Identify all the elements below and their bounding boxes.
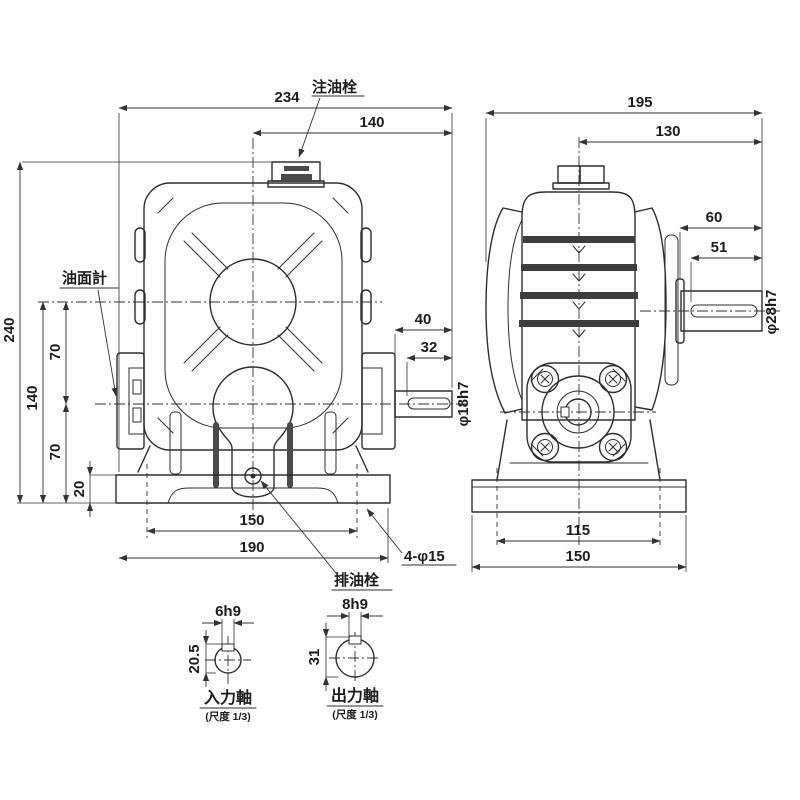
dim-front-shaft-dia: φ18h7	[455, 382, 472, 427]
side-output-flange	[526, 362, 632, 463]
side-centerlines	[500, 137, 780, 545]
flange-bolt	[598, 364, 628, 394]
dim-front-wheel-to-worm: 70	[47, 344, 64, 361]
dim-front-overall-width: 234	[274, 89, 300, 106]
dim-front-shaft-length: 40	[415, 311, 432, 328]
shaft-detail-output: 8h9 31 出力軸 (尺度 1/3)	[306, 596, 384, 721]
dim-front-bolt-pitch: 150	[239, 512, 264, 529]
dim-side-shaft-length: 60	[706, 209, 723, 226]
front-view	[38, 138, 470, 538]
dim-front-worm-to-base: 70	[47, 444, 64, 461]
label-input-shaft-scale: (尺度 1/3)	[205, 710, 251, 723]
front-dimensions: 234 140 240 140 70 70 20 150 190 40 32 φ…	[1, 89, 472, 563]
dim-front-base-height: 20	[71, 481, 88, 498]
front-base	[115, 464, 391, 538]
dim-front-center-to-shaft: 140	[359, 114, 384, 131]
side-housing	[485, 191, 685, 421]
dim-front-axis-to-base: 140	[24, 385, 41, 410]
front-centerlines	[38, 138, 470, 520]
side-base	[471, 419, 687, 546]
flange-bolt	[530, 364, 560, 394]
dim-output-key-height: 31	[306, 649, 323, 666]
dim-side-overall-depth: 195	[627, 94, 652, 111]
side-oil-cap	[552, 165, 610, 190]
front-cross-ribs	[183, 232, 323, 372]
flange-bolt	[598, 432, 628, 462]
front-input-shaft	[394, 390, 453, 418]
label-oil-level-gauge: 油面計	[62, 269, 107, 287]
dim-side-center-to-shaft: 130	[655, 123, 680, 140]
front-housing	[134, 182, 372, 498]
dim-side-base-depth: 150	[565, 548, 590, 565]
front-bearing-flange-left	[116, 352, 145, 450]
flange-bolt	[530, 432, 560, 462]
side-output-shaft	[680, 290, 763, 332]
dim-input-key-height: 20.5	[186, 644, 203, 673]
dim-side-shaft-dia: φ28h7	[763, 290, 780, 335]
dim-front-key-length: 32	[421, 339, 438, 356]
dim-front-overall-height: 240	[1, 317, 18, 342]
dim-front-base-width: 190	[239, 539, 264, 556]
label-mounting-holes: 4-φ15	[404, 548, 445, 565]
side-dimensions: 195 130 60 51 φ28h7 115 150	[471, 94, 780, 572]
front-bearing-flange-right	[361, 352, 396, 450]
label-oil-fill-plug: 注油栓	[312, 78, 357, 96]
side-view	[471, 137, 780, 546]
label-oil-drain-plug: 排油栓	[334, 571, 379, 589]
label-output-shaft: 出力軸	[331, 686, 379, 705]
label-output-shaft-scale: (尺度 1/3)	[332, 708, 378, 721]
dim-side-key-length: 51	[711, 239, 728, 256]
dim-side-bolt-pitch: 115	[566, 522, 590, 539]
annotations: 注油栓 油面計 排油栓 4-φ15	[59, 78, 457, 591]
dim-input-key-width: 6h9	[215, 603, 241, 620]
shaft-detail-input: 6h9 20.5 入力軸 (尺度 1/3)	[186, 603, 257, 723]
dim-output-key-width: 8h9	[342, 596, 368, 613]
front-oil-cap	[267, 161, 325, 188]
label-input-shaft: 入力軸	[204, 688, 252, 707]
